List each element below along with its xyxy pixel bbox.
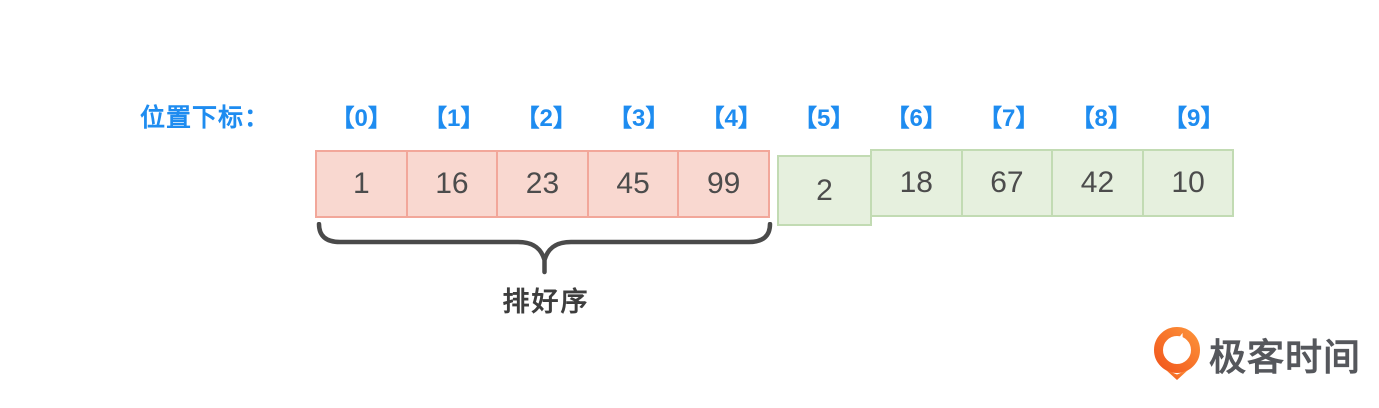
geektime-logo-icon (1154, 327, 1200, 380)
unsorted-cell: 42 (1051, 149, 1144, 217)
brace-under-sorted (316, 222, 773, 275)
index-label: 【8】 (1070, 105, 1132, 132)
index-label: 【9】 (1163, 105, 1225, 132)
sorted-cell: 23 (496, 150, 589, 218)
index-label: 【0】 (330, 105, 392, 132)
geektime-logo-text: 极客时间 (1209, 337, 1361, 378)
inserting-cell: 2 (777, 155, 872, 226)
unsorted-cell: 10 (1141, 149, 1235, 217)
sorted-label: 排好序 (502, 287, 590, 317)
index-label: 【6】 (885, 105, 947, 132)
position-index-label: 位置下标： (140, 104, 271, 132)
sorted-cell: 1 (315, 150, 408, 218)
index-label: 【4】 (700, 105, 762, 132)
unsorted-cell: 18 (870, 149, 963, 217)
unsorted-cell: 67 (960, 149, 1054, 217)
sorted-cell: 16 (405, 150, 499, 218)
index-label: 【3】 (608, 105, 670, 132)
sorted-cell: 45 (586, 150, 680, 218)
index-label: 【1】 (423, 105, 485, 132)
indices-row: 【0】 【1】 【2】 【3】 【4】 【5】 【6】 【7】 【8】 【9】 (315, 98, 1240, 132)
index-label: 【2】 (515, 105, 577, 132)
geektime-logo: 极客时间 (1152, 326, 1361, 382)
index-label: 【7】 (978, 105, 1040, 132)
index-label: 【5】 (793, 105, 855, 132)
sorted-cell: 99 (677, 150, 770, 218)
